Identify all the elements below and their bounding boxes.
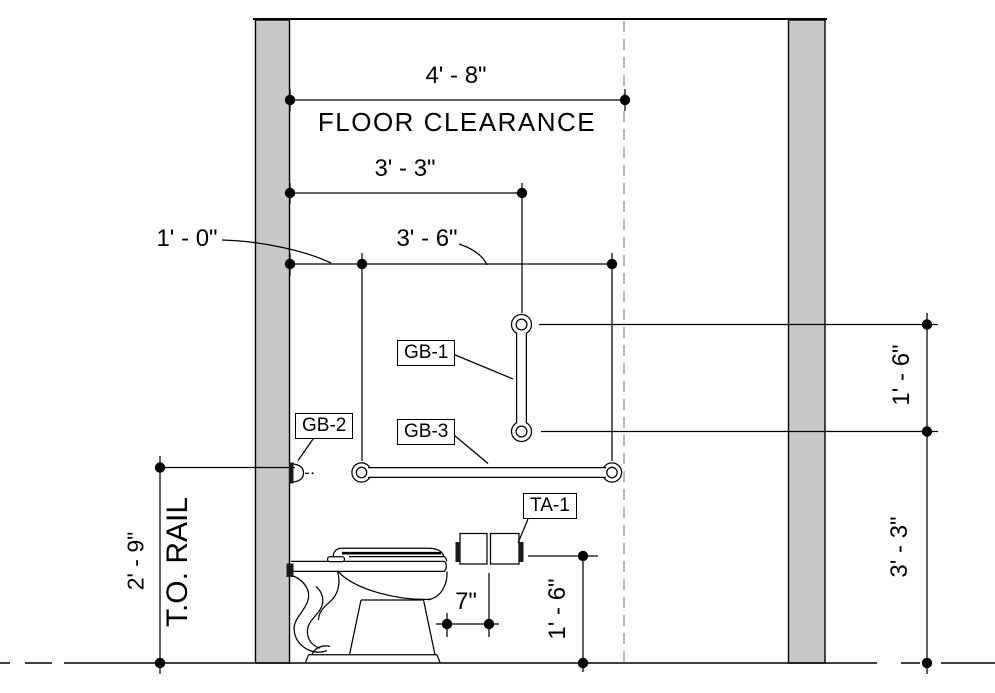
grab-bar-gb2-end-view — [289, 462, 314, 484]
dim-right-side — [539, 313, 938, 674]
right-wall — [787, 19, 826, 664]
leader-3-6 — [458, 243, 488, 266]
tag-ta1: TA-1 — [523, 493, 577, 519]
tag-leaders — [297, 351, 514, 464]
dim-hbar — [221, 239, 618, 461]
dim-rail-height — [154, 456, 295, 674]
dim-bar-offset-label: 1' - 0" — [156, 225, 218, 252]
toilet — [286, 547, 448, 663]
dim-rail-height-label: 2' - 9" — [122, 531, 149, 591]
tag-gb1: GB-1 — [397, 340, 456, 366]
dim-tp-offset — [436, 573, 499, 637]
left-wall — [254, 19, 291, 664]
dim-floor-clearance — [284, 89, 631, 111]
dim-vbar-height-label: 1' - 6" — [888, 344, 915, 406]
dim-tp-height — [528, 550, 598, 672]
tag-gb2: GB-2 — [295, 413, 354, 439]
grab-bar-gb3 — [351, 462, 623, 483]
rail-note: T.O. RAIL — [161, 496, 194, 628]
dim-tp-height-label: 1' - 6" — [544, 578, 571, 640]
floor-clearance-caption: FLOOR CLEARANCE — [317, 107, 597, 137]
grab-bar-gb1 — [510, 313, 533, 443]
leader-1-0 — [221, 239, 332, 264]
dim-hbar-length-label: 3' - 6" — [396, 225, 458, 252]
dim-tp-offset-label: 7" — [455, 588, 477, 615]
toilet-paper-dispenser — [455, 518, 529, 565]
dim-wall-to-vbar-label: 3' - 3" — [374, 155, 436, 182]
dim-bar-above-floor-label: 3' - 3" — [886, 516, 913, 578]
dim-wall-to-vbar — [284, 183, 528, 313]
tag-gb3: GB-3 — [397, 419, 456, 445]
dim-floor-clearance-label: 4' - 8" — [425, 62, 487, 89]
